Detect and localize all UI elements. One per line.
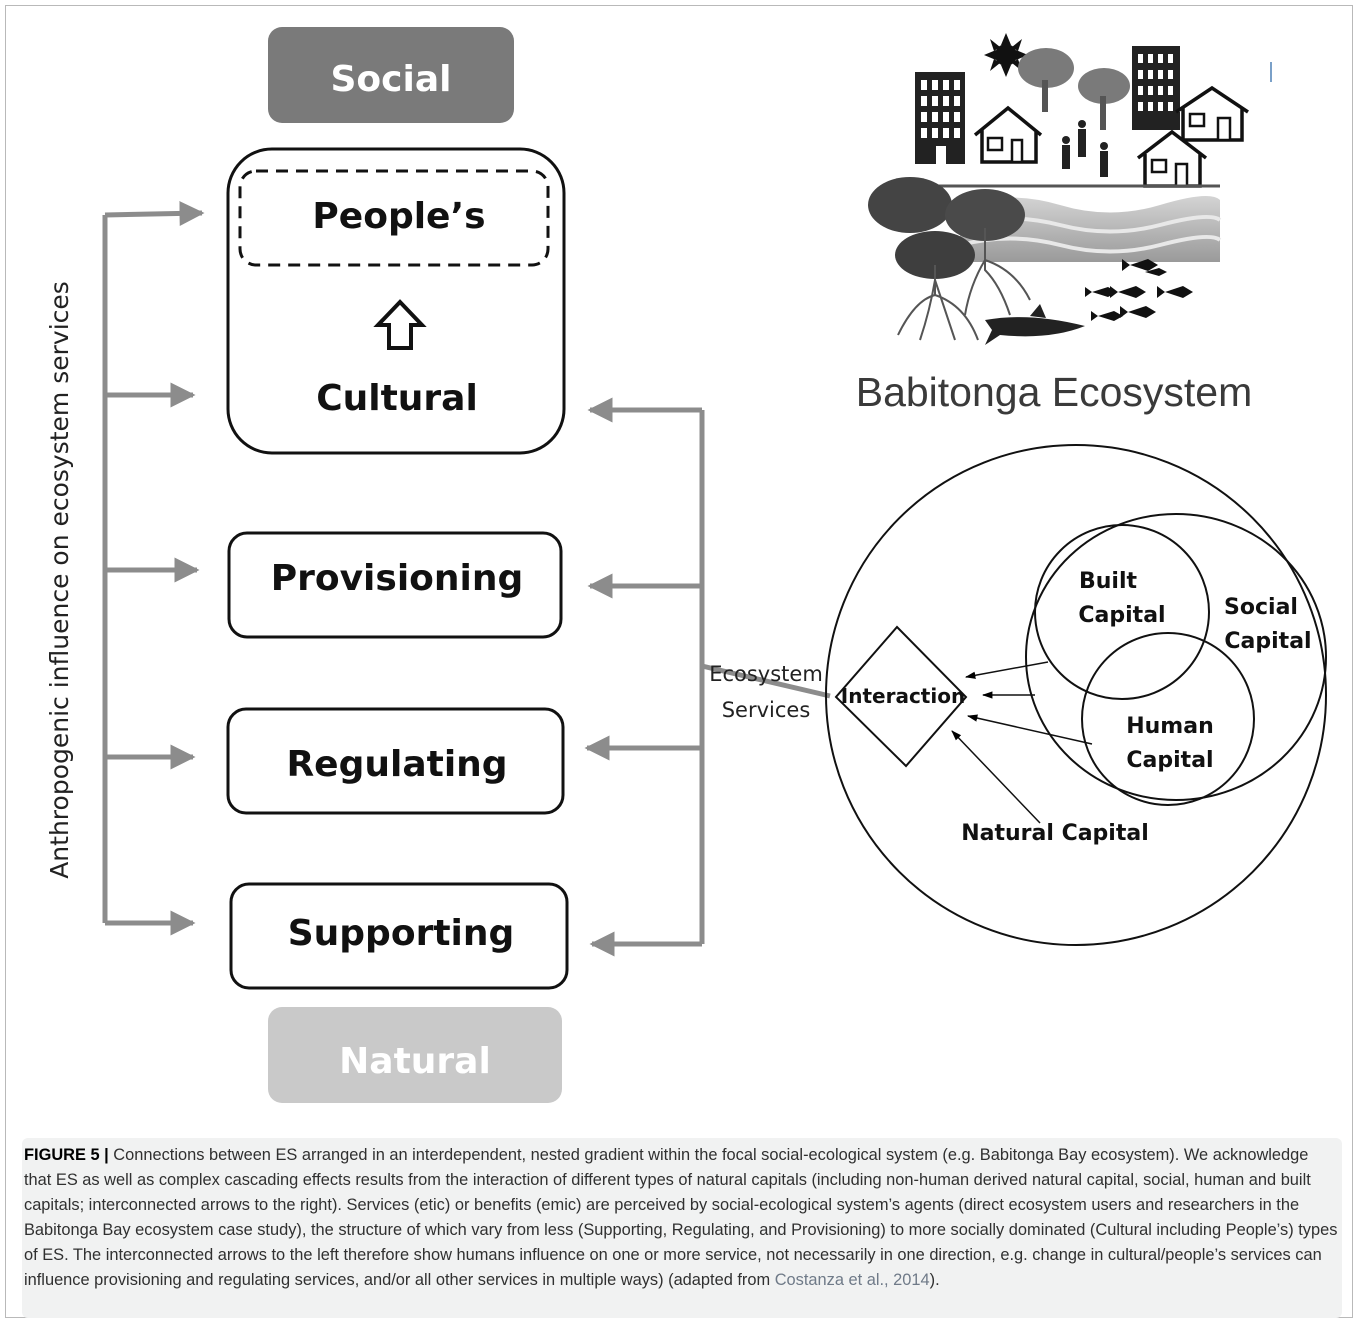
social-capital-label-line2: Capital bbox=[1224, 629, 1311, 654]
human-capital-circle bbox=[1081, 632, 1255, 806]
cultural-label: Cultural bbox=[316, 378, 478, 419]
caption-tail: ). bbox=[929, 1271, 940, 1289]
house-icon bbox=[1175, 85, 1249, 142]
built-capital-circle bbox=[1034, 524, 1210, 700]
axis-label: Anthropogenic influence on ecosystem ser… bbox=[45, 281, 74, 879]
natural-capital-label: Natural Capital bbox=[961, 821, 1149, 846]
peoples-label: People’s bbox=[312, 196, 485, 237]
ecosystem-services-label-line1: Ecosystem bbox=[709, 662, 823, 686]
capitals-diagram bbox=[825, 444, 1327, 946]
ecosystem-title: Babitonga Ecosystem bbox=[856, 369, 1253, 415]
citation-link[interactable]: Costanza et al., 2014 bbox=[774, 1271, 930, 1289]
people-icon bbox=[1062, 120, 1108, 177]
human-capital-label-line1: Human bbox=[1126, 714, 1214, 739]
social-box: Social bbox=[268, 27, 514, 123]
supporting-box: Supporting bbox=[229, 882, 569, 990]
figure-label: FIGURE 5 | bbox=[24, 1146, 109, 1164]
babitonga-illustration bbox=[868, 33, 1272, 345]
figure-caption: FIGURE 5 | Connections between ES arrang… bbox=[24, 1143, 1340, 1293]
up-arrow-icon bbox=[373, 299, 427, 350]
shark-icon bbox=[985, 304, 1085, 345]
tree-icon bbox=[1018, 48, 1130, 130]
regulating-box: Regulating bbox=[226, 707, 565, 815]
interaction-arrows bbox=[951, 661, 1093, 824]
built-capital-label-line2: Capital bbox=[1078, 603, 1165, 628]
ecosystem-services-diagram: Anthropogenic influence on ecosystem ser… bbox=[45, 27, 1327, 1103]
provisioning-label: Provisioning bbox=[271, 558, 524, 599]
human-capital-label-line2: Capital bbox=[1126, 748, 1213, 773]
interaction-label: Interaction bbox=[841, 684, 965, 708]
mangrove-icon bbox=[868, 177, 1031, 341]
left-connector-arrows bbox=[102, 200, 205, 936]
house-icon bbox=[1136, 129, 1208, 188]
supporting-label: Supporting bbox=[288, 913, 515, 954]
caption-background bbox=[22, 1138, 1342, 1318]
natural-capital-circle bbox=[825, 444, 1327, 946]
fish-icon bbox=[1085, 259, 1193, 321]
social-capital-label-line1: Social bbox=[1224, 595, 1298, 620]
built-capital-label-line1: Built bbox=[1079, 569, 1138, 594]
cultural-box: People’s Cultural bbox=[226, 147, 566, 455]
natural-label: Natural bbox=[339, 1041, 491, 1082]
ecosystem-services-label-line2: Services bbox=[722, 698, 811, 722]
social-capital-circle bbox=[1025, 513, 1327, 801]
natural-box: Natural bbox=[268, 1007, 562, 1103]
peoples-dashed-box bbox=[238, 169, 550, 267]
provisioning-box: Provisioning bbox=[227, 531, 563, 639]
building-icon bbox=[915, 72, 965, 164]
interaction-diamond bbox=[834, 625, 968, 768]
caption-text: Connections between ES arranged in an in… bbox=[24, 1146, 1338, 1289]
building-icon bbox=[1132, 46, 1180, 130]
house-icon bbox=[973, 105, 1043, 164]
regulating-label: Regulating bbox=[286, 744, 507, 785]
right-connector-arrows bbox=[584, 397, 831, 957]
social-label: Social bbox=[331, 59, 452, 100]
